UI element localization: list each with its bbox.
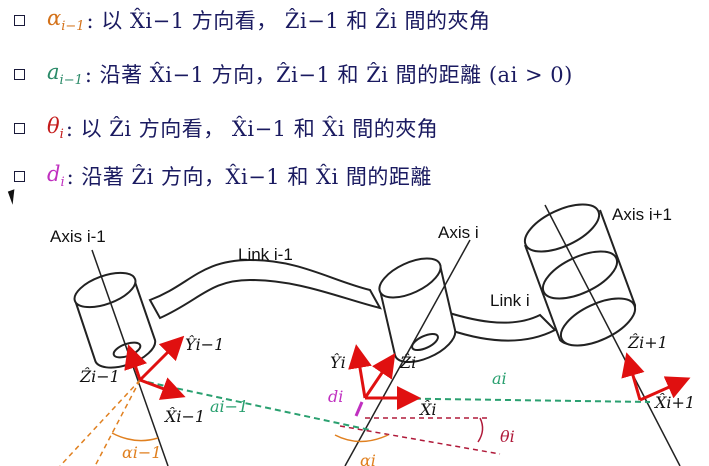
bullet-square-icon (14, 68, 25, 80)
alpha-i-1-dash-a (94, 379, 141, 466)
link-i-shape (438, 308, 557, 342)
a-i-1-label: ai−1 (210, 397, 248, 416)
bullet-alpha: αi−1 : 以 X̂i−1 方向看， Ẑi−1 和 Ẑi 間的夾角 (14, 2, 491, 38)
joint-i-1-cylinder (73, 271, 157, 369)
definition-d: : 沿著 Ẑi 方向，X̂i−1 和 X̂i 間的距離 (66, 165, 432, 189)
a-i-label: ai (492, 369, 507, 388)
bullet-theta: θi : 以 Ẑi 方向看， X̂i−1 和 X̂i 間的夾角 (14, 110, 438, 146)
z-i-1-vector (124, 344, 148, 381)
axis-i+1-line (544, 204, 681, 466)
theta-i-label: θi (500, 427, 515, 446)
alpha-i-1-arc (111, 432, 159, 442)
symbol-d: di (47, 161, 65, 191)
theta-arc (477, 417, 484, 443)
link-i-1-shape (148, 258, 382, 320)
symbol-theta: θi (47, 113, 64, 143)
extended-x-i-1 (339, 425, 501, 455)
d-i-label: di (328, 387, 343, 406)
x-i+1-label: X̂i+1 (653, 393, 695, 412)
link-frame-diagram: Axis i-1 Axis i Axis i+1 Link i-1 Link i… (50, 203, 695, 466)
alpha-i-1-label: αi−1 (122, 443, 162, 462)
axis-i-label: Axis i (438, 223, 479, 242)
alpha-i-arc (334, 434, 389, 443)
x-i-1-label: X̂i−1 (163, 407, 205, 426)
definition-a: : 沿著 X̂i−1 方向，Ẑi−1 和 Ẑi 間的距離 (ai > 0) (84, 63, 573, 87)
definition-theta: : 以 Ẑi 方向看， X̂i−1 和 X̂i 間的夾角 (65, 117, 439, 141)
x-i-1-vector (139, 377, 186, 400)
joint-i-cylinder (378, 257, 457, 364)
parameter-definitions: αi−1 : 以 X̂i−1 方向看， Ẑi−1 和 Ẑi 間的夾角 ai−1 … (0, 0, 709, 200)
link-i-label: Link i (490, 291, 530, 310)
y-i-1-vector (138, 335, 185, 382)
y-i-1-label: Ŷi−1 (185, 334, 224, 354)
bullet-d: di : 沿著 Ẑi 方向，X̂i−1 和 X̂i 間的距離 (14, 158, 432, 194)
alpha-i-1-dash-b (59, 379, 141, 466)
axis-i+1-label: Axis i+1 (612, 205, 672, 224)
bullet-square-icon (14, 14, 25, 26)
link-i-1-label: Link i-1 (238, 245, 293, 264)
alpha-i-label: αi (360, 451, 376, 466)
symbol-alpha: αi−1 (47, 5, 85, 35)
z-i+1-label: Ẑi+1 (627, 332, 668, 352)
x-i-label: X̂i (418, 400, 437, 419)
joint-i+1-cylinder (523, 203, 637, 347)
bullet-square-icon (14, 122, 25, 134)
z-i+1-vector (621, 352, 645, 401)
axis-i-1-label: Axis i-1 (50, 227, 106, 246)
normal-a-i (364, 397, 651, 403)
d-segment (354, 401, 364, 417)
y-i-label: Ŷi (330, 352, 346, 372)
definition-alpha: : 以 X̂i−1 方向看， Ẑi−1 和 Ẑi 間的夾角 (86, 9, 491, 33)
z-i-label: Ẑi (399, 352, 416, 372)
y-i-vector (348, 344, 372, 399)
bullet-square-icon (14, 170, 25, 182)
z-i-1-label: Ẑi−1 (79, 366, 120, 386)
z-i-vector (363, 353, 396, 399)
x-i+1-vector (639, 376, 691, 402)
bullet-a: ai−1 : 沿著 X̂i−1 方向，Ẑi−1 和 Ẑi 間的距離 (ai > … (14, 56, 573, 92)
symbol-a: ai−1 (47, 59, 83, 89)
